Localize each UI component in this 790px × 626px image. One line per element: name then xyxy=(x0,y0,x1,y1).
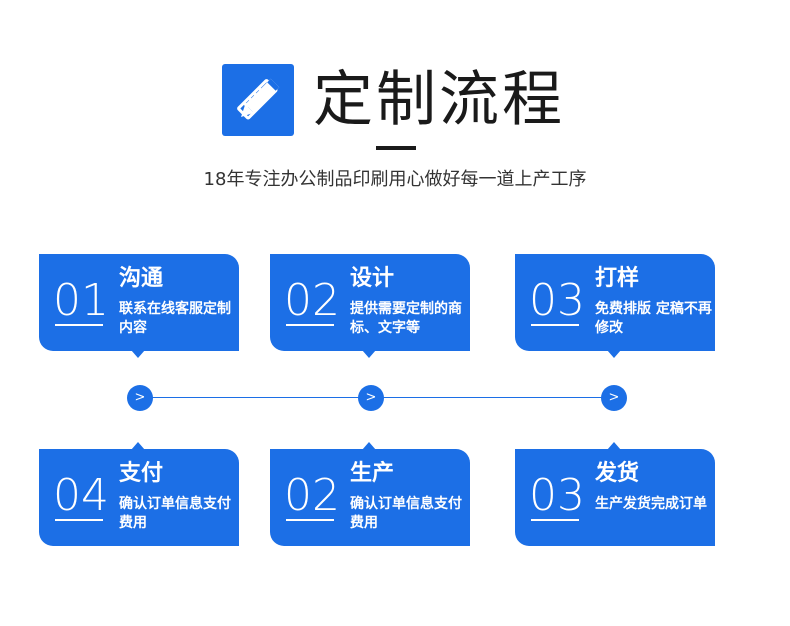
step-number: 01 xyxy=(53,275,109,326)
step-number: 03 xyxy=(529,470,585,521)
timeline-node-3: > xyxy=(601,385,627,411)
step-number: 02 xyxy=(284,470,340,521)
card-pointer xyxy=(607,350,621,358)
step-number: 03 xyxy=(529,275,585,326)
card-pointer xyxy=(131,442,145,450)
number-underline xyxy=(55,519,103,521)
timeline-node-1: > xyxy=(127,385,153,411)
step-card-communicate: 01 沟通 联系在线客服定制内容 xyxy=(39,254,239,358)
step-description: 免费排版 定稿不再修改 xyxy=(595,301,712,336)
step-title: 打样 xyxy=(595,266,640,291)
step-description: 确认订单信息支付费用 xyxy=(350,496,462,531)
step-card-shipping: 03 发货 生产发货完成订单 xyxy=(515,442,715,546)
page-subtitle: 18年专注办公制品印刷用心做好每一道上产工序 xyxy=(203,169,587,190)
page-title: 定制流程 xyxy=(313,65,565,135)
number-underline xyxy=(531,519,579,521)
step-title: 发货 xyxy=(595,461,640,486)
pencil-ruler-icon xyxy=(222,64,294,136)
step-description: 确认订单信息支付费用 xyxy=(119,496,231,531)
number-underline xyxy=(55,324,103,326)
step-title: 支付 xyxy=(119,461,164,486)
step-description: 生产发货完成订单 xyxy=(595,496,707,512)
step-card-production: 02 生产 确认订单信息支付费用 xyxy=(270,442,470,546)
card-pointer xyxy=(362,442,376,450)
step-title: 沟通 xyxy=(119,266,164,291)
title-underline xyxy=(376,146,416,150)
number-underline xyxy=(286,519,334,521)
step-description: 提供需要定制的商标、文字等 xyxy=(350,301,462,336)
step-title: 生产 xyxy=(350,461,395,486)
step-number: 02 xyxy=(284,275,340,326)
card-pointer xyxy=(131,350,145,358)
step-card-design: 02 设计 提供需要定制的商标、文字等 xyxy=(270,254,470,358)
timeline-node-2: > xyxy=(358,385,384,411)
card-pointer xyxy=(362,350,376,358)
step-title: 设计 xyxy=(350,266,395,291)
number-underline xyxy=(286,324,334,326)
number-underline xyxy=(531,324,579,326)
card-pointer xyxy=(607,442,621,450)
step-card-proof: 03 打样 免费排版 定稿不再修改 xyxy=(515,254,715,358)
step-number: 04 xyxy=(53,470,109,521)
step-card-payment: 04 支付 确认订单信息支付费用 xyxy=(39,442,239,546)
step-description: 联系在线客服定制内容 xyxy=(119,301,231,336)
